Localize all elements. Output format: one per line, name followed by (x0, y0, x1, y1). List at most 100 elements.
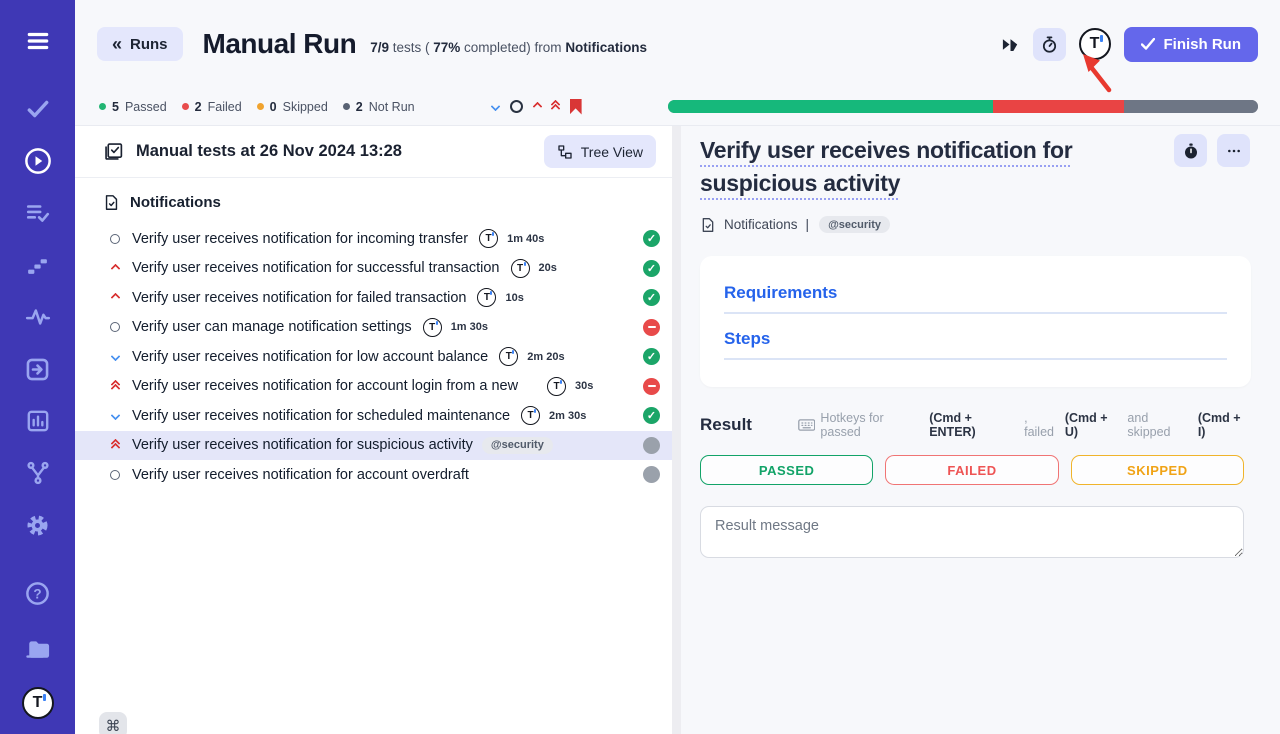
test-title: Verify user receives notification for ac… (132, 466, 469, 483)
mark-skipped-button[interactable]: SKIPPED (1070, 455, 1244, 485)
test-row[interactable]: Verify user can manage notification sett… (75, 313, 672, 343)
test-row[interactable]: Verify user receives notification for su… (75, 254, 672, 284)
suite-row[interactable]: Notifications (75, 178, 672, 218)
test-row[interactable]: Verify user receives notification for ac… (75, 460, 672, 490)
testomat-avatar-icon[interactable]: T (1078, 28, 1111, 60)
priority-normal-icon (110, 322, 120, 333)
chevron-down-icon[interactable] (490, 101, 501, 112)
priority-highest-icon (110, 379, 120, 394)
import-icon[interactable] (21, 352, 55, 386)
priority-normal-icon (110, 469, 120, 480)
file-check-icon (702, 217, 714, 232)
notrun-dot-icon (342, 103, 350, 110)
testomat-badge-icon: T (477, 288, 497, 308)
double-chevron-left-icon: « (112, 34, 123, 54)
help-icon[interactable]: ? (21, 576, 55, 610)
priority-low-icon (110, 410, 120, 421)
mark-failed-button[interactable]: FAILED (885, 455, 1059, 485)
topbar: « Runs Manual Run 7/9 tests ( 77% comple… (75, 0, 1280, 93)
test-row[interactable]: Verify user receives notification for lo… (75, 342, 672, 372)
hotkeys-hint: Hotkeys for passed (Cmd + ENTER) , faile… (798, 411, 1250, 439)
chevron-up-icon[interactable] (532, 101, 543, 112)
page-title: Manual Run (202, 28, 357, 59)
pulse-icon[interactable] (21, 300, 55, 334)
file-check-icon (105, 194, 118, 210)
ellipsis-icon (1227, 149, 1240, 152)
panel-splitter[interactable] (672, 126, 681, 734)
result-failed-badge (643, 318, 660, 336)
branches-icon[interactable] (21, 456, 55, 490)
failed-dot-icon (181, 103, 189, 110)
test-body-card: Requirements Steps (700, 256, 1251, 387)
result-heading: Result (700, 415, 752, 434)
result-passed-badge: ✓ (643, 230, 660, 248)
sidebar: ? T (0, 0, 75, 734)
finish-run-button[interactable]: Finish Run (1123, 26, 1258, 62)
test-plans-icon[interactable] (21, 196, 55, 230)
mark-passed-button[interactable]: PASSED (700, 455, 874, 485)
testomat-badge-icon: T (422, 317, 442, 337)
timer-button[interactable] (1032, 27, 1066, 61)
test-title: Verify user can manage notification sett… (132, 319, 412, 336)
test-row[interactable]: Verify user receives notification for sc… (75, 401, 672, 431)
requirements-section-toggle[interactable]: Requirements (724, 283, 1227, 314)
test-detail-panel: Verify user receives notification for su… (681, 126, 1280, 734)
projects-icon[interactable] (21, 632, 55, 666)
test-timer-button[interactable] (1174, 134, 1207, 167)
test-duration: 30s (575, 380, 594, 393)
back-to-runs-button[interactable]: « Runs (97, 27, 183, 61)
tree-view-button[interactable]: Tree View (543, 135, 656, 168)
circle-filter-icon[interactable] (509, 100, 523, 113)
svg-text:?: ? (33, 586, 41, 601)
passed-dot-icon (99, 103, 106, 110)
checks-icon[interactable] (21, 92, 55, 126)
more-options-button[interactable] (1217, 134, 1250, 167)
result-failed-badge (643, 377, 660, 395)
tree-icon (558, 144, 572, 159)
menu-icon[interactable] (21, 24, 55, 58)
result-notrun-badge (643, 466, 660, 484)
analytics-icon[interactable] (21, 404, 55, 438)
suite-name: Notifications (130, 193, 221, 211)
testomat-badge-icon: T (479, 229, 499, 249)
test-detail-title[interactable]: Verify user receives notification for su… (700, 137, 1073, 196)
bookmark-icon[interactable] (569, 98, 582, 115)
result-message-input[interactable] (700, 506, 1244, 558)
run-icon[interactable] (21, 144, 55, 178)
result-passed-badge: ✓ (643, 348, 660, 366)
test-duration: 1m 40s (507, 232, 545, 245)
priority-normal-icon (110, 233, 120, 244)
run-list-title: Manual tests at 26 Nov 2024 13:28 (136, 142, 402, 160)
test-title: Verify user receives notification for in… (132, 230, 469, 247)
testomat-badge-icon: T (499, 347, 519, 367)
skipped-dot-icon (256, 103, 264, 110)
stopwatch-icon (1042, 36, 1056, 53)
test-row[interactable]: Verify user receives notification for in… (75, 224, 672, 254)
test-duration: 2m 30s (549, 409, 587, 422)
steps-icon[interactable] (21, 248, 55, 282)
keyboard-icon (798, 419, 816, 431)
priority-low-icon (110, 351, 120, 362)
priority-highest-icon (110, 438, 120, 453)
test-row[interactable]: Verify user receives notification for fa… (75, 283, 672, 313)
test-row[interactable]: Verify user receives notification for ac… (75, 372, 672, 402)
testomat-badge-icon: T (521, 406, 541, 426)
double-chevron-up-icon[interactable] (550, 99, 561, 114)
result-notrun-badge (643, 436, 660, 454)
testomat-logo-icon[interactable]: T (21, 686, 55, 720)
progress-segment-failed (992, 100, 1124, 113)
security-tag[interactable]: @security (819, 216, 890, 233)
steps-section-toggle[interactable]: Steps (724, 329, 1227, 360)
test-row[interactable]: Verify user receives notification for su… (75, 430, 672, 460)
fast-forward-icon[interactable] (1001, 38, 1020, 51)
settings-icon[interactable] (21, 508, 55, 542)
priority-high-icon (110, 263, 120, 274)
testomat-badge-icon: T (510, 258, 530, 278)
test-list-panel: Manual tests at 26 Nov 2024 13:28 Tree V… (75, 126, 672, 734)
command-palette-button[interactable]: ⌘ (99, 712, 127, 734)
test-title: Verify user receives notification for fa… (132, 289, 467, 306)
